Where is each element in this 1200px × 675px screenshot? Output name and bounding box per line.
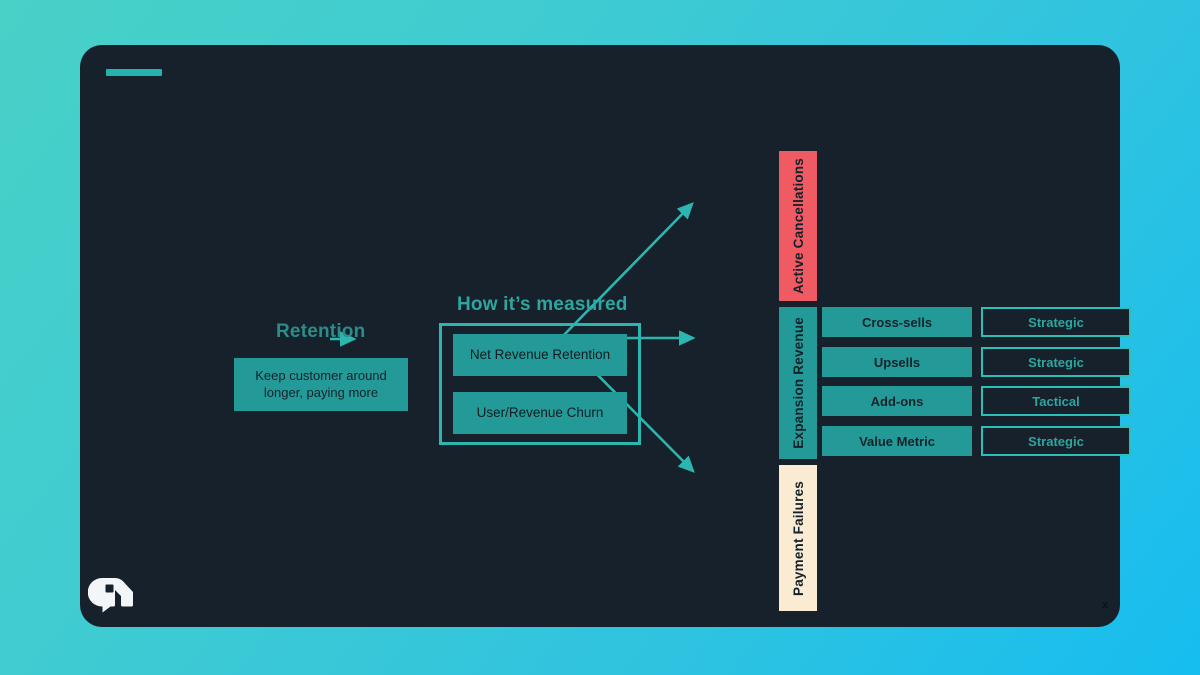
outcome-active-cancellations: Active Cancellations <box>779 151 817 301</box>
accent-bar <box>106 69 162 76</box>
outcome-label: Payment Failures <box>790 480 806 596</box>
classification-value-metric: Strategic <box>981 426 1131 456</box>
classification-cross-sells: Strategic <box>981 307 1131 337</box>
lever-cross-sells: Cross-sells <box>822 307 972 337</box>
classification-add-ons: Tactical <box>981 386 1131 416</box>
arrow-to-cancellations <box>560 202 694 339</box>
measured-metrics-group <box>439 323 641 445</box>
outcome-label: Active Cancellations <box>790 157 806 295</box>
metric-net-revenue-retention: Net Revenue Retention <box>453 334 627 376</box>
lever-add-ons: Add-ons <box>822 386 972 416</box>
metric-user-revenue-churn: User/Revenue Churn <box>453 392 627 434</box>
brand-logo-icon <box>87 569 136 617</box>
classification-upsells: Strategic <box>981 347 1131 377</box>
outcome-label: Expansion Revenue <box>790 317 806 449</box>
retention-definition-box: Keep customer around longer, paying more <box>234 358 408 411</box>
lever-value-metric: Value Metric <box>822 426 972 456</box>
outcome-expansion-revenue: Expansion Revenue <box>779 307 817 459</box>
outcome-payment-failures: Payment Failures <box>779 465 817 611</box>
slide-panel: Retention Keep customer around longer, p… <box>80 45 1131 627</box>
page-title-retention: Retention <box>276 321 366 342</box>
section-title-how-its-measured: How it’s measured <box>457 294 628 315</box>
corner-mark: x <box>1101 599 1108 611</box>
lever-upsells: Upsells <box>822 347 972 377</box>
